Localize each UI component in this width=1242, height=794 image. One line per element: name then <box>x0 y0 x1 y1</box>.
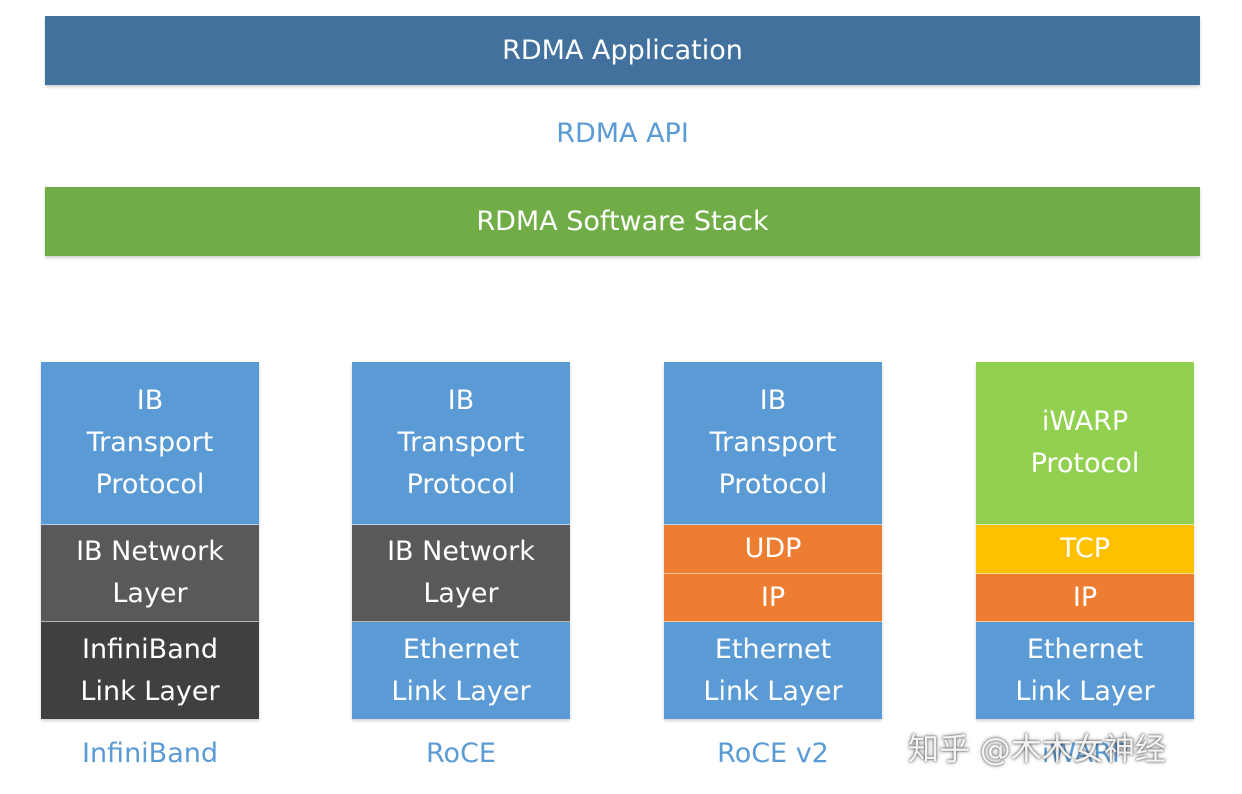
ib-transport-protocol-layer: IB Transport Protocol <box>352 362 570 525</box>
ib-transport-protocol-layer: IB Transport Protocol <box>41 362 259 525</box>
stack-label-roce: RoCE <box>426 738 496 769</box>
ethernet-link-layer: Ethernet Link Layer <box>976 622 1194 719</box>
stack-roce-v2: IB Transport Protocol UDP IP Ethernet Li… <box>664 362 882 719</box>
rdma-api-label: RDMA API <box>556 118 689 149</box>
stack-iwarp: iWARP Protocol TCP IP Ethernet Link Laye… <box>976 362 1194 719</box>
ip-layer: IP <box>976 574 1194 622</box>
stack-label-iwarp: iWARP <box>1041 738 1129 769</box>
tcp-layer: TCP <box>976 525 1194 574</box>
ib-network-layer: IB Network Layer <box>352 525 570 622</box>
stack-label-infiniband: InfiniBand <box>81 738 218 769</box>
stack-roce: IB Transport Protocol IB Network Layer E… <box>352 362 570 719</box>
rdma-software-stack-bar: RDMA Software Stack <box>45 187 1200 256</box>
stack-infiniband: IB Transport Protocol IB Network Layer I… <box>41 362 259 719</box>
ib-network-layer: IB Network Layer <box>41 525 259 622</box>
ethernet-link-layer: Ethernet Link Layer <box>664 622 882 719</box>
ethernet-link-layer: Ethernet Link Layer <box>352 622 570 719</box>
watermark-text: 知乎 @木木女神经 <box>908 732 1166 768</box>
iwarp-protocol-layer: iWARP Protocol <box>976 362 1194 525</box>
udp-layer: UDP <box>664 525 882 574</box>
ip-layer: IP <box>664 574 882 622</box>
ib-transport-protocol-layer: IB Transport Protocol <box>664 362 882 525</box>
rdma-application-label: RDMA Application <box>502 35 743 66</box>
rdma-application-bar: RDMA Application <box>45 16 1200 85</box>
stack-label-roce-v2: RoCE v2 <box>717 738 829 769</box>
rdma-software-stack-label: RDMA Software Stack <box>476 206 769 237</box>
infiniband-link-layer: InfiniBand Link Layer <box>41 622 259 719</box>
